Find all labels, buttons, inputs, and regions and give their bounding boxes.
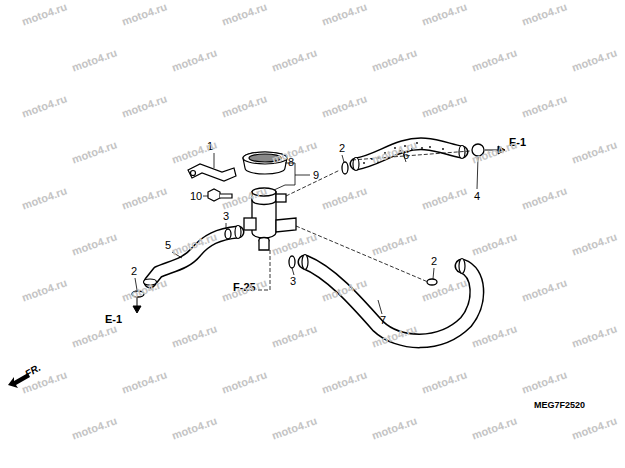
watermark: moto4.ru xyxy=(321,185,369,211)
watermark: moto4.ru xyxy=(271,231,319,257)
watermark: moto4.ru xyxy=(421,93,469,119)
watermark: moto4.ru xyxy=(21,277,69,303)
callout-number: 3 xyxy=(223,211,229,222)
watermark: moto4.ru xyxy=(421,277,469,303)
watermark: moto4.ru xyxy=(521,93,569,119)
watermark: moto4.ru xyxy=(421,185,469,211)
watermark: moto4.ru xyxy=(521,1,569,27)
watermark: moto4.ru xyxy=(571,323,619,349)
watermark: moto4.ru xyxy=(121,93,169,119)
callout-number: 7 xyxy=(380,315,386,326)
callout-number: 2 xyxy=(339,143,345,154)
watermark: moto4.ru xyxy=(271,323,319,349)
watermark: moto4.ru xyxy=(521,185,569,211)
watermark: moto4.ru xyxy=(71,231,119,257)
watermark: moto4.ru xyxy=(171,415,219,441)
watermark: moto4.ru xyxy=(471,323,519,349)
watermark: moto4.ru xyxy=(121,1,169,27)
watermark: moto4.ru xyxy=(221,1,269,27)
watermark: moto4.ru xyxy=(371,231,419,257)
watermark: moto4.ru xyxy=(371,47,419,73)
watermark: moto4.ru xyxy=(221,369,269,395)
watermark: moto4.ru xyxy=(571,415,619,441)
callout-number: 4 xyxy=(474,191,480,202)
watermark: moto4.ru xyxy=(271,139,319,165)
watermark: moto4.ru xyxy=(571,139,619,165)
watermark: moto4.ru xyxy=(121,277,169,303)
watermark: moto4.ru xyxy=(171,47,219,73)
watermark: moto4.ru xyxy=(571,47,619,73)
watermark: moto4.ru xyxy=(271,47,319,73)
watermark: moto4.ru xyxy=(521,369,569,395)
watermark: moto4.ru xyxy=(171,231,219,257)
watermark: moto4.ru xyxy=(571,231,619,257)
watermark: moto4.ru xyxy=(221,185,269,211)
callout-number: 5 xyxy=(165,240,171,251)
callout-number: 3 xyxy=(290,276,296,287)
drawing-code: MEG7F2520 xyxy=(534,401,585,410)
watermark: moto4.ru xyxy=(21,185,69,211)
callout-number: 9 xyxy=(313,170,319,181)
watermark: moto4.ru xyxy=(71,139,119,165)
watermark: moto4.ru xyxy=(321,369,369,395)
watermark: moto4.ru xyxy=(371,323,419,349)
watermark: moto4.ru xyxy=(121,185,169,211)
watermark: moto4.ru xyxy=(421,369,469,395)
watermark: moto4.ru xyxy=(121,369,169,395)
front-indicator: FR. xyxy=(24,363,43,380)
watermark: moto4.ru xyxy=(171,323,219,349)
watermark: moto4.ru xyxy=(221,93,269,119)
watermark: moto4.ru xyxy=(471,139,519,165)
watermark: moto4.ru xyxy=(71,47,119,73)
callout-number: 10 xyxy=(190,191,202,202)
watermark: moto4.ru xyxy=(471,231,519,257)
watermark: moto4.ru xyxy=(471,47,519,73)
watermark: moto4.ru xyxy=(71,415,119,441)
watermark: moto4.ru xyxy=(271,415,319,441)
watermark: moto4.ru xyxy=(171,139,219,165)
watermark: moto4.ru xyxy=(521,277,569,303)
callout-number: 2 xyxy=(131,266,137,277)
watermark: moto4.ru xyxy=(321,1,369,27)
watermark: moto4.ru xyxy=(371,415,419,441)
watermark: moto4.ru xyxy=(321,277,369,303)
watermark: moto4.ru xyxy=(421,1,469,27)
watermark: moto4.ru xyxy=(21,93,69,119)
callout-number: 2 xyxy=(431,256,437,267)
watermark: moto4.ru xyxy=(71,323,119,349)
watermark: moto4.ru xyxy=(471,415,519,441)
watermark: moto4.ru xyxy=(371,139,419,165)
watermark: moto4.ru xyxy=(21,1,69,27)
watermark: moto4.ru xyxy=(321,93,369,119)
